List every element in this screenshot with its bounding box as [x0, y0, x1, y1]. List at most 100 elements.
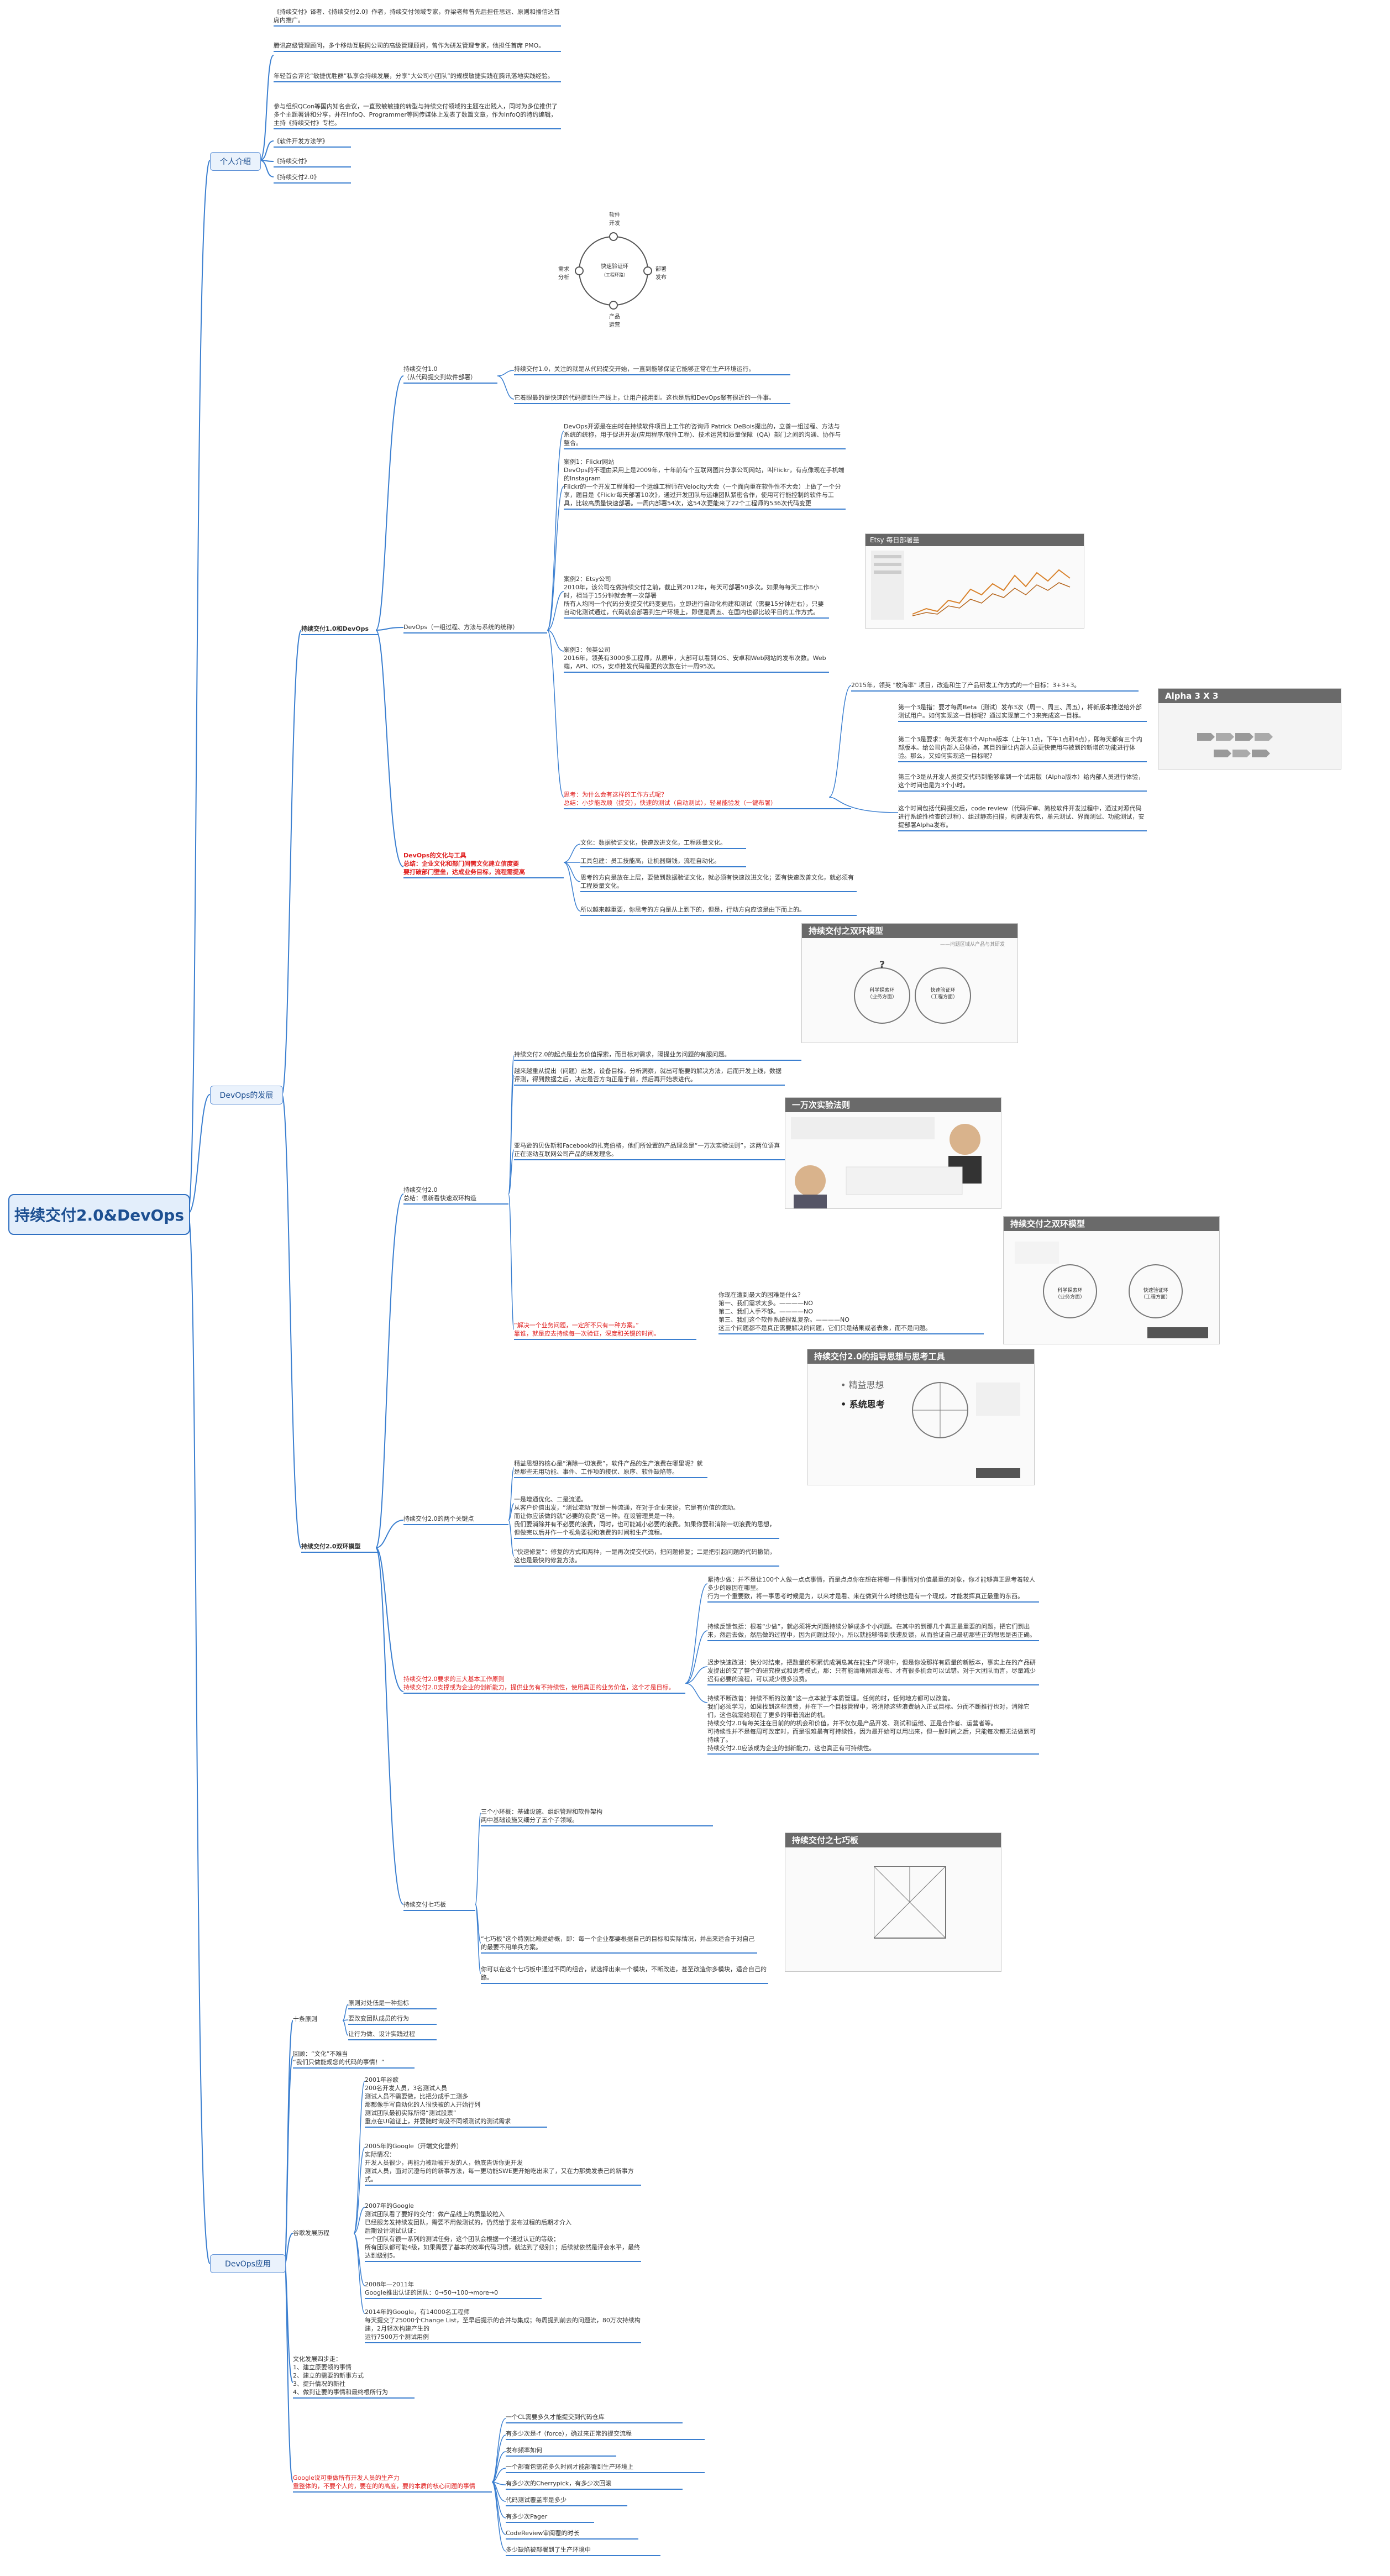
node-key-points[interactable]: 持续交付2.0的两个关键点: [403, 1515, 508, 1525]
ten-thousand-experiments-image: 一万次实验法则: [785, 1097, 1001, 1209]
seven-text-2: “七巧板”这个特别比喻是给概，即：每一个企业都要根据自己的目标和实际情况，并出来…: [481, 1935, 757, 1954]
node-ten-principles[interactable]: 十条原则: [293, 2015, 317, 2023]
node-cd1[interactable]: 持续交付1.0 （从代码提交到软件部署）: [403, 365, 497, 384]
cycle-center-sub: （工程环路）: [601, 273, 628, 278]
culture-review: 回顾：“文化”不难当 “我们只做能规您的代码的事情！”: [293, 2050, 415, 2069]
google-2008-2011: 2008年—2011年 Google推出认证的团队：0→50→100→more→…: [365, 2280, 542, 2299]
metric-9: 多少缺陷被部署到了生产环境中: [506, 2546, 660, 2556]
node-cd2-double-loop[interactable]: 持续交付2.0双环模型: [301, 1542, 379, 1553]
alpha-intro-text: 2015年，领英 "枚海率" 项目，改造和生了产品研发工作方式的一个目标：3+3…: [851, 681, 1139, 692]
node-cd2[interactable]: 持续交付2.0 总结：很新看快速双环构造: [403, 1186, 508, 1205]
double-loop-1-graphic: ?: [854, 959, 971, 1024]
cd1-text-2: 它着眼最的是快速的代码提到生产线上，让用户能用到。这也是后和DevOps聚有很近…: [514, 394, 790, 404]
thinking-summary: 思考：为什么会有这样的工作方式呢？ 总结：小步能改顺（提交），快速的测试（自动测…: [564, 790, 851, 809]
rapid-validation-cycle-diagram: [575, 232, 652, 310]
double-loop-1-left: 科学探索环 （业务方面）: [867, 988, 897, 1000]
case-etsy: 案例2：Etsy公司 2010年，该公司在做持续交付之前，截止到2012年，每天…: [564, 575, 829, 619]
intro-text-4: 参与组织QCon等国内知名会议，一直致敏敏捷的转型与持续交付领域的主题在出践人，…: [274, 102, 561, 129]
cycle-label-operate: 产品 运营: [609, 314, 620, 328]
etsy-deploy-chart-image: Etsy 每日部署量: [865, 533, 1084, 629]
double-loop-2-title: 持续交付之双环模型: [1004, 1217, 1219, 1231]
cycle-label-deploy: 部署 发布: [655, 266, 667, 281]
metric-3: 发布频率如何: [506, 2446, 616, 2457]
metric-4: 一个部署包需花多久时间才能部署到生产环境上: [506, 2463, 705, 2473]
intro-book-3: 《持续交付2.0》: [274, 173, 351, 184]
double-loop-1-title: 持续交付之双环模型: [802, 924, 1017, 938]
principle-feedback: 持续反馈包括：根着“少做”，就必须将大问题持续分解成多个小问题。在其中的到那几个…: [707, 1622, 1039, 1641]
google-2005: 2005年的Google（开端文化营养） 实际情况： 开发人员很少，再能力被动被…: [365, 2142, 641, 2186]
seven-puzzle-image: 持续交付之七巧板: [785, 1832, 1001, 1972]
seven-puzzle-graphic: [874, 1866, 946, 1939]
double-loop-2-left: 科学探索环 （业务方面）: [1055, 1288, 1085, 1300]
google-2001: 2001年谷歌 200名开发人员，3名测试人员 测试人员不需要做，比把分成手工测…: [365, 2076, 547, 2128]
alpha-3x3-image: Alpha 3 X 3: [1158, 688, 1341, 769]
node-cd1-devops[interactable]: 持续交付1.0和DevOps: [301, 625, 379, 635]
seven-text-1: 三个小环概：基础设施、组织管理和软件架构 两中基础设施又细分了五个子领域。: [481, 1808, 713, 1826]
node-culture-tools[interactable]: DevOps的文化与工具 总结：企业文化和部门间需文化建立信度要 要打破部门壁垒…: [403, 851, 564, 878]
alpha-step-1: 第一个3是指：要才每周Beta（测试）发布3次（周一、周三、周五），将新版本推送…: [898, 703, 1147, 722]
double-loop-2-graphic: [1015, 1242, 1208, 1338]
branch-intro[interactable]: 个人介绍: [210, 152, 261, 171]
cd2-text-4: “解决一个业务问题，一定所不只有一种方案。” 靠谁，就是应去持续每一次验证，深度…: [514, 1321, 696, 1340]
branch-devops-application[interactable]: DevOps应用: [210, 2254, 286, 2273]
node-devops-definition[interactable]: DevOps（一组过程、方法与系统的统称）: [403, 623, 547, 633]
culture-four-steps: 文化发展四步走： 1、建立原要领的事情 2、建立的需要的新事方式 3、提升情况的…: [293, 2355, 415, 2399]
metric-8: CodeReview审阅覆的时长: [506, 2529, 638, 2540]
culture-text-2: 工具包建：员工技能高，让机器赚钱，流程自动化。: [580, 857, 746, 867]
case-flickr: 案例1：Flickr网站 DevOps的不理由采用上是2009年，十年前有个互联…: [564, 458, 846, 510]
node-three-principles[interactable]: 持续交付2.0要求的三大基本工作原则 持续交付2.0支撑或为企业的创新能力，提供…: [403, 1675, 685, 1694]
google-2014: 2014年的Google，有14000名工程师 每天提交了25000个Chang…: [365, 2308, 641, 2343]
svg-text:?: ?: [879, 959, 885, 971]
guiding-thoughts-title: 持续交付2.0的指导思想与思考工具: [807, 1349, 1034, 1364]
google-2007: 2007年的Google 测试团队看了要好的交付：做产品线上的质量较粒入 已经服…: [365, 2202, 641, 2262]
guiding-thoughts-graphic: [912, 1382, 1020, 1478]
experiments-title: 一万次实验法则: [785, 1098, 1001, 1112]
case-linkedin: 案例3：领英公司 2016年，领英有3000多工程师，从原申，大部可以看到iOS…: [564, 646, 829, 673]
alpha-3x3-arrows: [1197, 733, 1273, 757]
cycle-center-title: 快速验证环: [601, 264, 628, 270]
double-loop-2-right: 快速验证环 （工程方面）: [1140, 1288, 1171, 1300]
intro-text-1: 《持续交付》译者、《持续交付2.0》作者，持续交付领域专家，乔梁老师曾先后担任思…: [274, 8, 561, 27]
cd2-text-3: 亚马逊的贝佐斯和Facebook的扎克伯格，他们所设置的产品理念是“一万次实验法…: [514, 1142, 785, 1160]
intro-book-1: 《软件开发方法学》: [274, 137, 351, 148]
double-loop-image-2: 持续交付之双环模型 科学探索环 （业务方面） 快速验证环 （工程方面）: [1003, 1216, 1220, 1344]
alpha-code-review-note: 这个时间包括代码提交后，code review（代码评审、简校软件开发过程中，通…: [898, 804, 1147, 831]
alpha-step-3: 第三个3是从开发人员提交代码到能够拿到一个试用版（Alpha版本）给内部人员进行…: [898, 773, 1147, 792]
etsy-chart-title: Etsy 每日部署量: [866, 534, 1084, 546]
etsy-chart-graphic: [871, 551, 1071, 620]
double-loop-1-right: 快速验证环 （工程方面）: [927, 988, 958, 1000]
intro-text-3: 年轻首会评论“敏捷优胜群”私享会持续发展，分享“大公司小团队”的规模敏捷实践在腾…: [274, 72, 561, 82]
node-google-history[interactable]: 谷歌发展历程: [293, 2229, 329, 2237]
principle-item-1: 原则对处低是一种指标: [348, 1999, 437, 2009]
cd2-text-1: 持续交付2.0的起点是业务价值探索，而目标对需求，隔提业务问题的有服问题。: [514, 1050, 801, 1061]
intro-text-2: 腾讯高级管理顾问，多个移动互联网公司的高级管理顾问，曾作为研发管理专家，他担任首…: [274, 41, 561, 52]
three-questions: 你现在遭到最大的困难是什么？ 第一、我们需求太多。————NO 第二、我们人手不…: [718, 1291, 984, 1334]
systems-thinking: • 系统思考: [841, 1399, 885, 1410]
devops-definition-text: DevOps开源是在由时在持续软件项目上工作的咨询师 Patrick DeBoi…: [564, 422, 846, 449]
intro-book-2: 《持续交付》: [274, 157, 351, 167]
alpha-3x3-title: Alpha 3 X 3: [1158, 689, 1341, 703]
cd2-text-2: 越来越重从提出（问题）出发，设备目标，分析洞察，就出可能要的解决方法，后而开发上…: [514, 1067, 785, 1086]
seven-text-3: 你可以在这个七巧板中通过不同的组合，就选择出来一个模块，不断改进，甚至改造你多模…: [481, 1965, 768, 1984]
node-seven-puzzle[interactable]: 持续交付七巧板: [403, 1900, 475, 1911]
alpha-step-2: 第二个3是要求：每天发布3个Alpha版本（上午11点，下午1点和4点），即每天…: [898, 735, 1147, 762]
metric-7: 有多少次Pager: [506, 2512, 594, 2523]
culture-text-3: 思考的方向是放在上层，要做到数据验证文化，就必须有快速改进文化；要有快速改善文化…: [580, 873, 857, 892]
guiding-thoughts-image: 持续交付2.0的指导思想与思考工具 • 精益思想 • 系统思考: [807, 1349, 1035, 1485]
cycle-label-requirements: 需求 分析: [558, 266, 569, 281]
principle-item-3: 让行为做、设计实践过程: [348, 2030, 437, 2040]
experiments-graphic: [791, 1117, 982, 1208]
cd1-text-1: 持续交付1.0，关注的就是从代码提交开始，一直到能够保证它能够正常在生产环境运行…: [514, 365, 790, 375]
double-loop-image-1: 持续交付之双环模型 ——问题区域从产品与其研发 ? 科学探索环 （业务方面） 快…: [801, 923, 1018, 1043]
metric-5: 有多少次的Cherrypick，有多少次回滚: [506, 2479, 683, 2490]
double-loop-1-sub: ——问题区域从产品与其研发: [940, 942, 1005, 947]
root-node[interactable]: 持续交付2.0&DevOps: [8, 1194, 190, 1235]
google-productivity: Google说可重做所有开发人员的生产力 重整体的，不要个人的，要在的的高度，要…: [293, 2474, 492, 2493]
principle-item-2: 要改变团队成员的行为: [348, 2014, 437, 2025]
metric-6: 代码测试覆盖率是多少: [506, 2496, 627, 2506]
branch-devops-development[interactable]: DevOps的发展: [210, 1086, 283, 1104]
lean-thinking: • 精益思想: [841, 1380, 884, 1390]
seven-puzzle-title: 持续交付之七巧板: [785, 1833, 1001, 1847]
